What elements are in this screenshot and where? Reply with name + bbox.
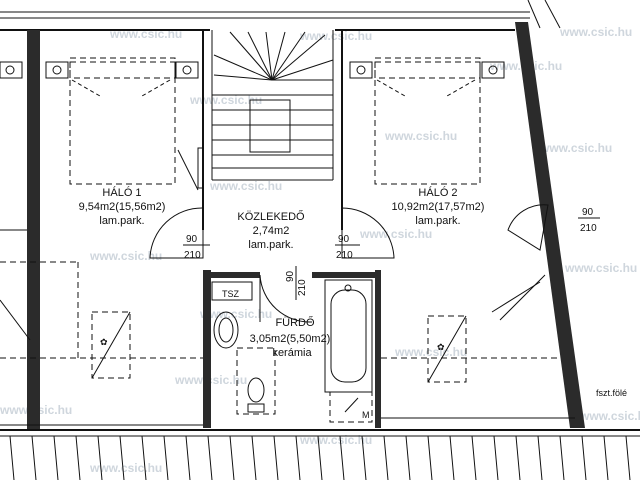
room-floor: lam.park. [99,215,144,227]
bottom-wall [0,429,640,480]
room-area: 10,92m2(17,57m2) [392,201,485,213]
door-width: 90 [582,207,594,218]
room-floor: lam.park. [248,239,293,251]
door-height: 210 [580,223,597,234]
heater [329,391,373,423]
roof-height-lines [0,261,575,426]
watermark: www.csic.hu [539,141,612,155]
bed-halo1 [0,57,199,185]
watermark: www.csic.hu [359,227,432,241]
watermark: www.csic.hu [299,29,372,43]
door-height: 210 [336,250,353,261]
door-width: 90 [186,234,198,245]
watermark: www.csic.hu [299,433,372,447]
room-kozlekedo: KÖZLEKEDŐ 2,74m2 lam.park. [237,209,305,251]
room-name: FÜRDŐ [275,315,315,329]
watermark-layer: www.csic.hu www.csic.hu www.csic.hu www.… [0,25,640,475]
tsz-box [211,281,253,301]
fszt-label: fszt.fölé [596,388,627,398]
doors-arcs [149,147,549,323]
bed-halo2 [349,57,505,185]
roof-window-left: ✿ [91,311,131,379]
wall-bath-left [203,270,211,428]
svg-text:✿: ✿ [100,337,108,347]
room-area: 9,54m2(15,56m2) [79,201,166,213]
wall-right-slope [515,22,585,428]
watermark: www.csic.hu [89,461,162,475]
room-area: 3,05m2(5,50m2) [250,333,331,345]
door-width: 90 [285,270,296,282]
watermark: www.csic.hu [564,261,637,275]
bathtub [324,279,373,393]
watermark: www.csic.hu [559,25,632,39]
door-height: 210 [184,250,201,261]
watermark: www.csic.hu [89,249,162,263]
room-name: HÁLÓ 2 [418,186,457,199]
room-name: HÁLÓ 1 [102,186,141,199]
door-dim-bath: 90 210 [285,266,308,300]
washbasin [213,311,239,349]
roof-top [0,0,561,31]
room-name: KÖZLEKEDŐ [237,209,305,223]
tsz-label: TSZ [222,289,240,299]
wall-left [27,30,40,430]
door-dim-left: 90 210 [183,234,210,261]
staircase [212,31,334,181]
wall-bath-top-right [312,272,378,278]
roof-window-right: ✿ [427,315,467,383]
door-dim-right: 90 210 [578,207,600,234]
room-floor: kerámia [272,347,312,359]
watermark: www.csic.hu [189,93,262,107]
watermark: www.csic.hu [579,409,640,423]
door-dim-mid: 90 210 [335,234,360,261]
room-area: 2,74m2 [253,225,290,237]
room-halo2: HÁLÓ 2 10,92m2(17,57m2) lam.park. [392,186,485,227]
m-label: M [362,410,370,420]
watermark: www.csic.hu [394,345,467,359]
room-halo1: HÁLÓ 1 9,54m2(15,56m2) lam.park. [79,186,166,227]
door-height: 210 [297,279,308,296]
watermark: www.csic.hu [384,129,457,143]
svg-text:✿: ✿ [437,342,445,352]
room-furdo: FÜRDŐ 3,05m2(5,50m2) kerámia [250,315,331,359]
wall-bath-top-left [210,272,260,278]
toilet [236,347,276,415]
walls [0,22,585,430]
wall-bath-right [375,270,381,428]
door-width: 90 [338,234,350,245]
room-floor: lam.park. [415,215,460,227]
watermark: www.csic.hu [209,179,282,193]
